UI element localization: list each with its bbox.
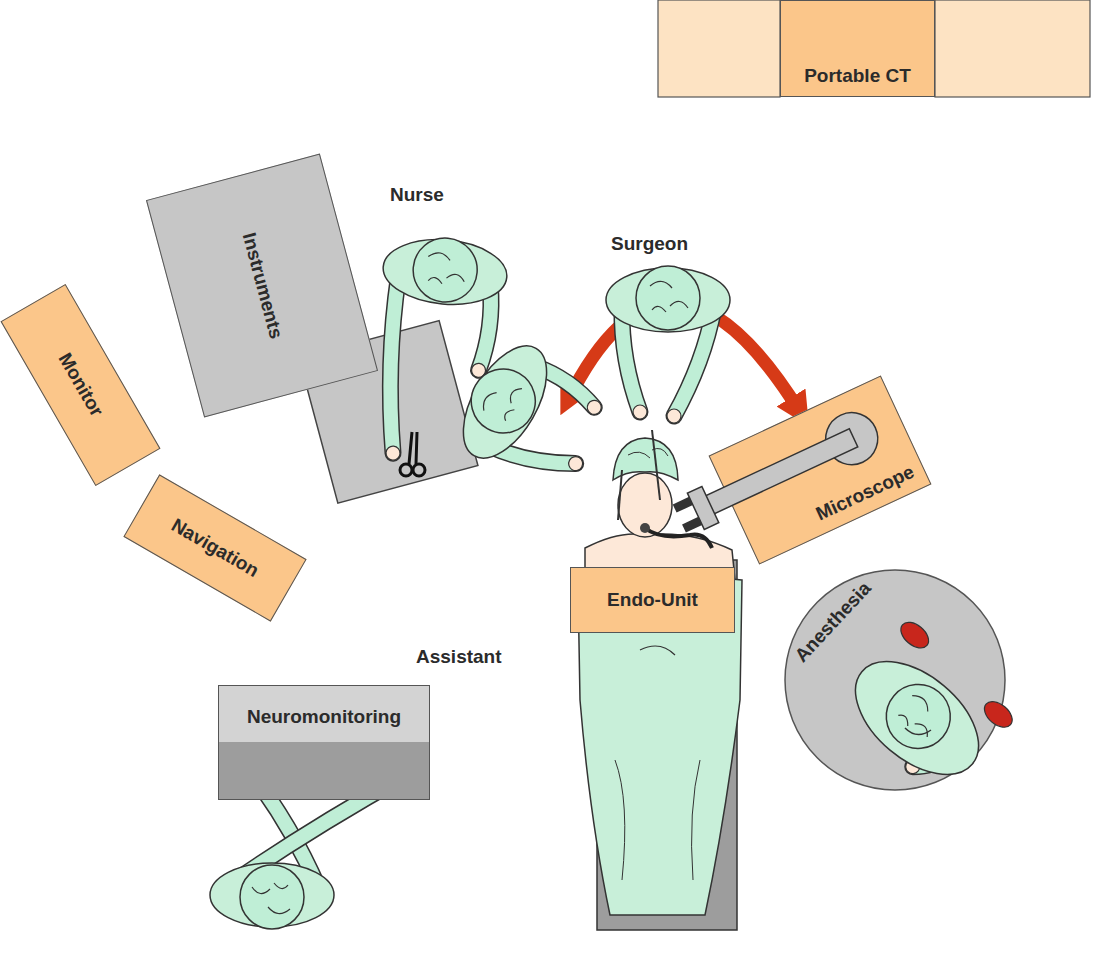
- illustration-part: [682, 517, 702, 533]
- illustration-part: [480, 375, 525, 423]
- illustration-part: [640, 523, 650, 533]
- role-label: Surgeon: [611, 233, 688, 255]
- illustration-part: [252, 883, 290, 914]
- node-label: Navigation: [167, 514, 262, 581]
- illustration-part: [980, 696, 1017, 732]
- node-label: Instruments: [237, 230, 286, 341]
- illustration-part: [613, 438, 678, 480]
- node-label: Portable CT: [804, 65, 911, 87]
- ct-gantry-side: [658, 0, 780, 97]
- illustration-part: [460, 357, 547, 444]
- illustration-part: [628, 448, 668, 458]
- microscope-box: Microscope: [709, 375, 932, 564]
- illustration-part: [873, 671, 963, 761]
- illustration-part: [615, 760, 625, 880]
- illustration-part: [640, 646, 675, 655]
- illustration-part: [633, 405, 647, 419]
- illustration-part: [566, 454, 585, 473]
- navigation-box: Navigation: [123, 474, 306, 621]
- illustration-part: [667, 409, 681, 423]
- illustration-part: [380, 235, 509, 310]
- illustration-part: [835, 640, 999, 797]
- monitor-box: Monitor: [0, 284, 160, 486]
- illustration-part: [446, 332, 563, 471]
- role-label: Nurse: [390, 184, 444, 206]
- staff-figure: [832, 617, 1022, 803]
- ct-gantry-side: [935, 0, 1090, 97]
- staff-figure: [606, 266, 730, 423]
- illustration-part: [411, 235, 480, 304]
- illustration-part: [385, 446, 400, 461]
- illustration-part: [636, 266, 700, 330]
- endo-unit-box: Endo-Unit: [570, 567, 735, 633]
- illustration-part: [895, 692, 944, 740]
- role-label: Assistant: [416, 646, 502, 668]
- illustration-part: [618, 473, 672, 537]
- illustration-part: [673, 497, 693, 513]
- illustration-part: [650, 281, 688, 312]
- illustration-part: [905, 728, 931, 735]
- illustration-part: [618, 470, 622, 520]
- illustration-part: [652, 430, 660, 500]
- illustration-part: [409, 432, 412, 464]
- illustration-part: [896, 617, 933, 653]
- staff-figure: [445, 331, 622, 505]
- illustration-part: [240, 865, 304, 929]
- anesthesia-drawing: [783, 568, 1007, 792]
- node-label: Microscope: [813, 461, 918, 525]
- ct-box: Portable CT: [780, 0, 935, 97]
- illustration-part: [400, 464, 412, 476]
- illustration-part: [426, 252, 467, 286]
- illustration-part: [416, 432, 417, 464]
- node-label: Monitor: [53, 349, 107, 420]
- illustration-part: [413, 464, 425, 476]
- node-label: Neuromonitoring: [247, 706, 401, 728]
- illustration-part: [645, 528, 712, 548]
- illustration-part: [382, 276, 409, 453]
- illustration-part: [382, 276, 409, 453]
- anesthesia-station: Anesthesia: [783, 568, 1007, 792]
- node-label: Endo-Unit: [607, 589, 698, 611]
- illustration-part: [692, 760, 700, 880]
- illustration-part: [585, 398, 604, 417]
- instrument-table: Instruments: [146, 153, 378, 417]
- scissors: [400, 432, 425, 476]
- neuromonitoring-box: Neuromonitoring: [218, 685, 430, 800]
